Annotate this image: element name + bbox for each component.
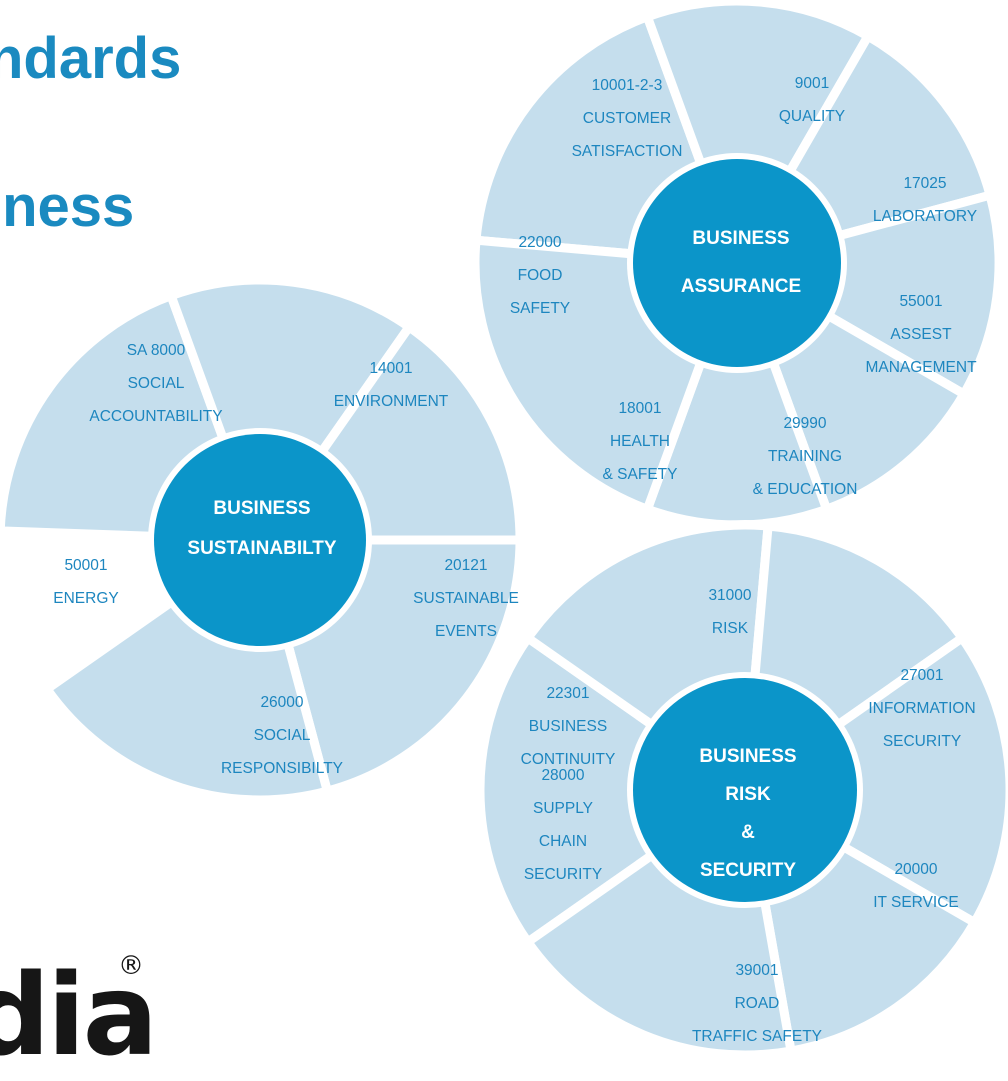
label-risk-line: 31000 [708,587,751,604]
business-risk-security-hub-label-line: & [741,822,755,843]
label-social-responsibility-line: SOCIAL [254,727,311,744]
segment-risk [475,631,753,949]
business-assurance-hub-label-line: BUSINESS [692,228,789,249]
label-food-safety-line: SAFETY [510,300,570,317]
label-customer-satisfaction-line: CUSTOMER [583,110,671,127]
business-risk-security-hub-label: BUSINESS RISK & SECURITY [699,746,796,881]
business-sustainability-hub [154,434,366,646]
label-laboratory-line: LABORATORY [873,208,977,225]
label-social-accountability-line: SA 8000 [127,342,186,359]
label-environment-line: ENVIRONMENT [334,393,449,410]
label-sustainable-events-line: SUSTAINABLE [413,590,519,607]
heading-line-1: ndards [0,26,182,91]
label-training-education-line: 29990 [783,415,826,432]
label-business-continuity-line: CONTINUITY [521,751,616,768]
business-risk-security-hub-label-line: SECURITY [700,860,796,881]
segment-training-education [725,189,1004,401]
label-energy-line: 50001 [64,557,107,574]
segment-road-traffic-safety [736,631,1008,929]
label-health-safety-line: HEALTH [610,433,670,450]
label-food-safety-line: FOOD [518,267,563,284]
label-road-traffic-safety-line: 39001 [735,962,778,979]
label-risk-line: RISK [712,620,749,637]
label-sustainable-events-line: EVENTS [435,623,497,640]
label-health-safety-line: 18001 [618,400,661,417]
label-laboratory-line: 17025 [903,175,946,192]
label-environment-line: 14001 [369,360,412,377]
label-social-accountability-line: ACCOUNTABILITY [89,408,222,425]
registered-trademark-mark: ® [118,951,144,981]
business-sustainability-hub-label: BUSINESS SUSTAINABILTY [187,498,337,559]
label-customer-satisfaction-line: SATISFACTION [572,143,683,160]
label-quality-line: 9001 [795,75,829,92]
label-it-service-line: IT SERVICE [873,894,959,911]
label-supply-chain-security-line: SECURITY [524,866,602,883]
label-supply-chain-security-line: CHAIN [539,833,587,850]
label-supply-chain-security-line: SUPPLY [533,800,593,817]
label-road-traffic-safety-line: TRAFFIC SAFETY [692,1028,822,1045]
label-customer-satisfaction-line: 10001-2-3 [592,77,663,94]
label-it-service-line: 20000 [894,861,937,878]
business-assurance-hub-label: BUSINESS ASSURANCE [681,228,801,297]
label-asset-management-line: 55001 [899,293,942,310]
business-risk-security-hub-label-line: RISK [725,784,771,805]
label-road-traffic-safety-line: ROAD [735,995,780,1012]
label-asset-management-line: MANAGEMENT [865,359,977,376]
label-food-safety-line: 22000 [518,234,561,251]
label-information-security-line: INFORMATION [868,700,975,717]
label-business-continuity-line: 22301 [546,685,589,702]
heading-line-2: iness [0,174,135,239]
business-risk-security-hub [633,678,857,902]
company-logo: dia [0,951,158,1081]
label-social-accountability-line: SOCIAL [128,375,185,392]
label-information-security-line: SECURITY [883,733,961,750]
segment-sustainable-events [165,275,416,550]
label-it-service: 20000 IT SERVICE [873,861,959,911]
label-training-education-line: & EDUCATION [753,481,858,498]
label-sustainable-events-line: 20121 [444,557,487,574]
label-business-continuity-line: BUSINESS [529,718,607,735]
label-energy-line: ENERGY [53,590,118,607]
business-assurance-hub-label-line: ASSURANCE [681,276,801,297]
label-social-responsibility-line: RESPONSIBILTY [221,760,343,777]
label-quality-line: QUALITY [779,108,845,125]
business-sustainability-hub-label-line: SUSTAINABILTY [187,538,337,559]
label-asset-management-line: ASSEST [890,326,952,343]
business-sustainability-hub-label-line: BUSINESS [213,498,310,519]
label-health-safety-line: & SAFETY [603,466,678,483]
business-assurance-hub [633,159,841,367]
label-training-education-line: TRAINING [768,448,842,465]
label-supply-chain-security-line: 28000 [541,767,584,784]
label-information-security-line: 27001 [900,667,943,684]
segment-laboratory [641,0,875,274]
label-social-responsibility-line: 26000 [260,694,303,711]
business-risk-security-hub-label-line: BUSINESS [699,746,796,767]
